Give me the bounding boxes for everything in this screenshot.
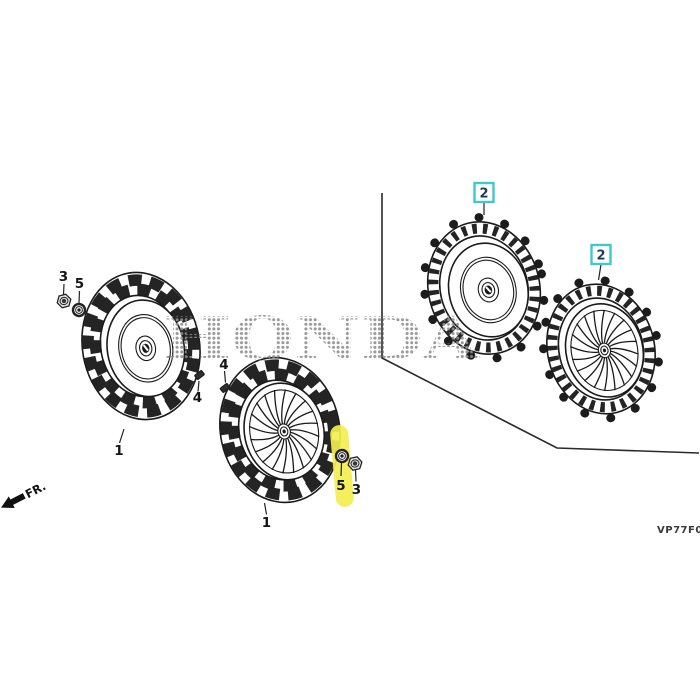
ref-box-digit: 2 bbox=[596, 249, 605, 264]
part-label-5-upper[interactable]: 5 bbox=[75, 276, 84, 292]
wheel-2-right bbox=[528, 267, 674, 432]
part-label-4-right[interactable]: 4 bbox=[219, 357, 228, 373]
ref-box-border bbox=[590, 243, 612, 266]
front-direction-marker: FR. bbox=[1, 479, 48, 508]
nut-upper-icon bbox=[55, 292, 73, 310]
highlight-part-5[interactable] bbox=[329, 424, 354, 507]
part-label-1-lower[interactable]: 1 bbox=[262, 515, 271, 531]
highlight-shape bbox=[330, 425, 354, 507]
ref-box-2-left[interactable]: 2 bbox=[473, 181, 495, 204]
honda-watermark: HONDA bbox=[163, 305, 481, 375]
front-marker-label: FR. bbox=[23, 479, 48, 501]
part-label-4-left[interactable]: 4 bbox=[193, 390, 202, 406]
leader-lines bbox=[62, 202, 602, 515]
part-label-3-upper[interactable]: 3 bbox=[59, 269, 68, 285]
washer-upper-icon bbox=[70, 301, 88, 319]
drawing-code: VP77F090 bbox=[657, 525, 700, 536]
part-label-1-upper[interactable]: 1 bbox=[114, 443, 123, 459]
washer-lower-icon[interactable] bbox=[333, 447, 351, 465]
section-boundary-line bbox=[381, 193, 700, 454]
ref-box-digit: 2 bbox=[479, 187, 488, 202]
part-label-5-lower[interactable]: 5 bbox=[336, 478, 345, 494]
front-arrow-icon bbox=[1, 493, 26, 508]
part-label-3-lower[interactable]: 3 bbox=[352, 482, 361, 498]
ref-box-border bbox=[473, 181, 495, 204]
ref-box-2-right[interactable]: 2 bbox=[590, 243, 612, 266]
